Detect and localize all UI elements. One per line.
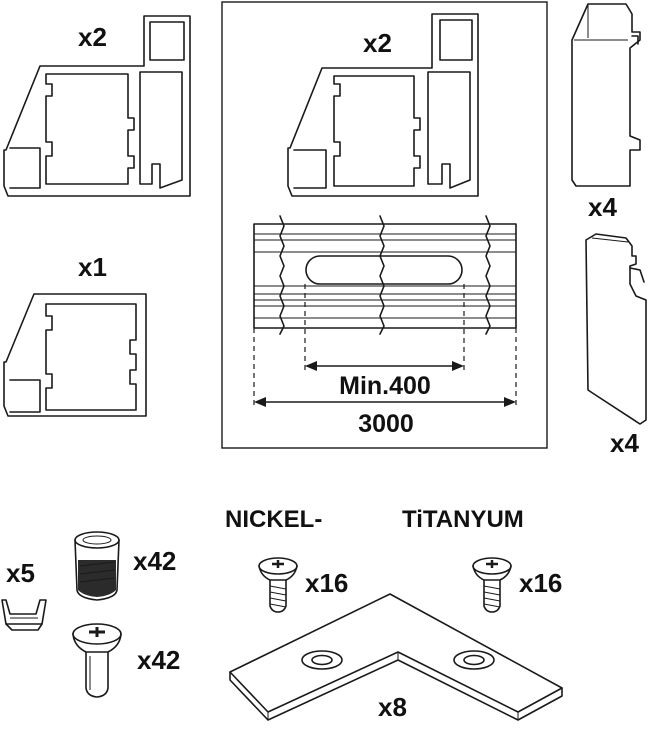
screw-nickel-drawing bbox=[258, 557, 298, 613]
profile-a-quantity: x2 bbox=[78, 22, 107, 52]
profile-b-quantity: x2 bbox=[363, 28, 392, 58]
end-cap-bottom-quantity: x4 bbox=[610, 428, 639, 458]
corner-bracket-drawing bbox=[229, 593, 563, 721]
end-cap-top-quantity: x4 bbox=[588, 192, 617, 222]
profile-b-drawing bbox=[287, 13, 479, 197]
screw-long-quantity: x42 bbox=[137, 645, 180, 675]
screw-nickel-quantity: x16 bbox=[305, 568, 348, 598]
profile-c-drawing bbox=[3, 293, 147, 417]
profile-c-quantity: x1 bbox=[78, 252, 107, 282]
clip-quantity: x5 bbox=[6, 558, 35, 588]
titanium-label: TiTANYUM bbox=[402, 506, 524, 533]
profile-a-drawing bbox=[3, 15, 191, 197]
profile-b-panel bbox=[221, 1, 548, 449]
screw-titanium-drawing bbox=[472, 557, 512, 613]
dowel-drawing bbox=[74, 531, 120, 601]
slot-min-dimension: Min.400 bbox=[339, 372, 431, 400]
nickel-label: NICKEL- bbox=[225, 506, 322, 533]
dowel-quantity: x42 bbox=[133, 546, 176, 576]
corner-bracket-quantity: x8 bbox=[378, 692, 407, 722]
end-cap-bottom-drawing bbox=[585, 233, 647, 425]
total-length-dimension: 3000 bbox=[358, 410, 414, 438]
screw-long-drawing bbox=[72, 623, 122, 698]
dimension-lines bbox=[253, 284, 517, 408]
end-cap-top-drawing bbox=[571, 3, 641, 187]
clip-drawing bbox=[1, 599, 47, 631]
rail-drawing bbox=[253, 215, 517, 335]
screw-titanium-quantity: x16 bbox=[519, 568, 562, 598]
